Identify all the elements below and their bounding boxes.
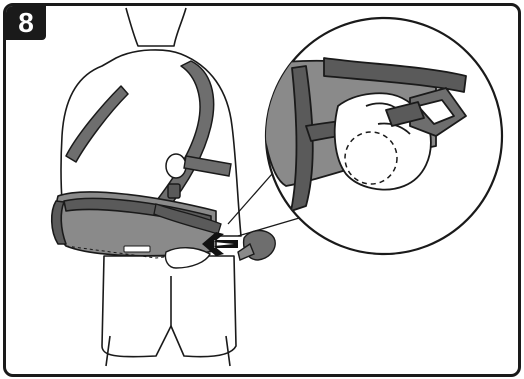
callout-line: [238, 216, 306, 236]
person-figure: [61, 8, 241, 366]
sling-illustration: [6, 6, 518, 374]
detail-zoom: [256, 18, 502, 254]
instruction-panel: 8: [3, 3, 521, 377]
